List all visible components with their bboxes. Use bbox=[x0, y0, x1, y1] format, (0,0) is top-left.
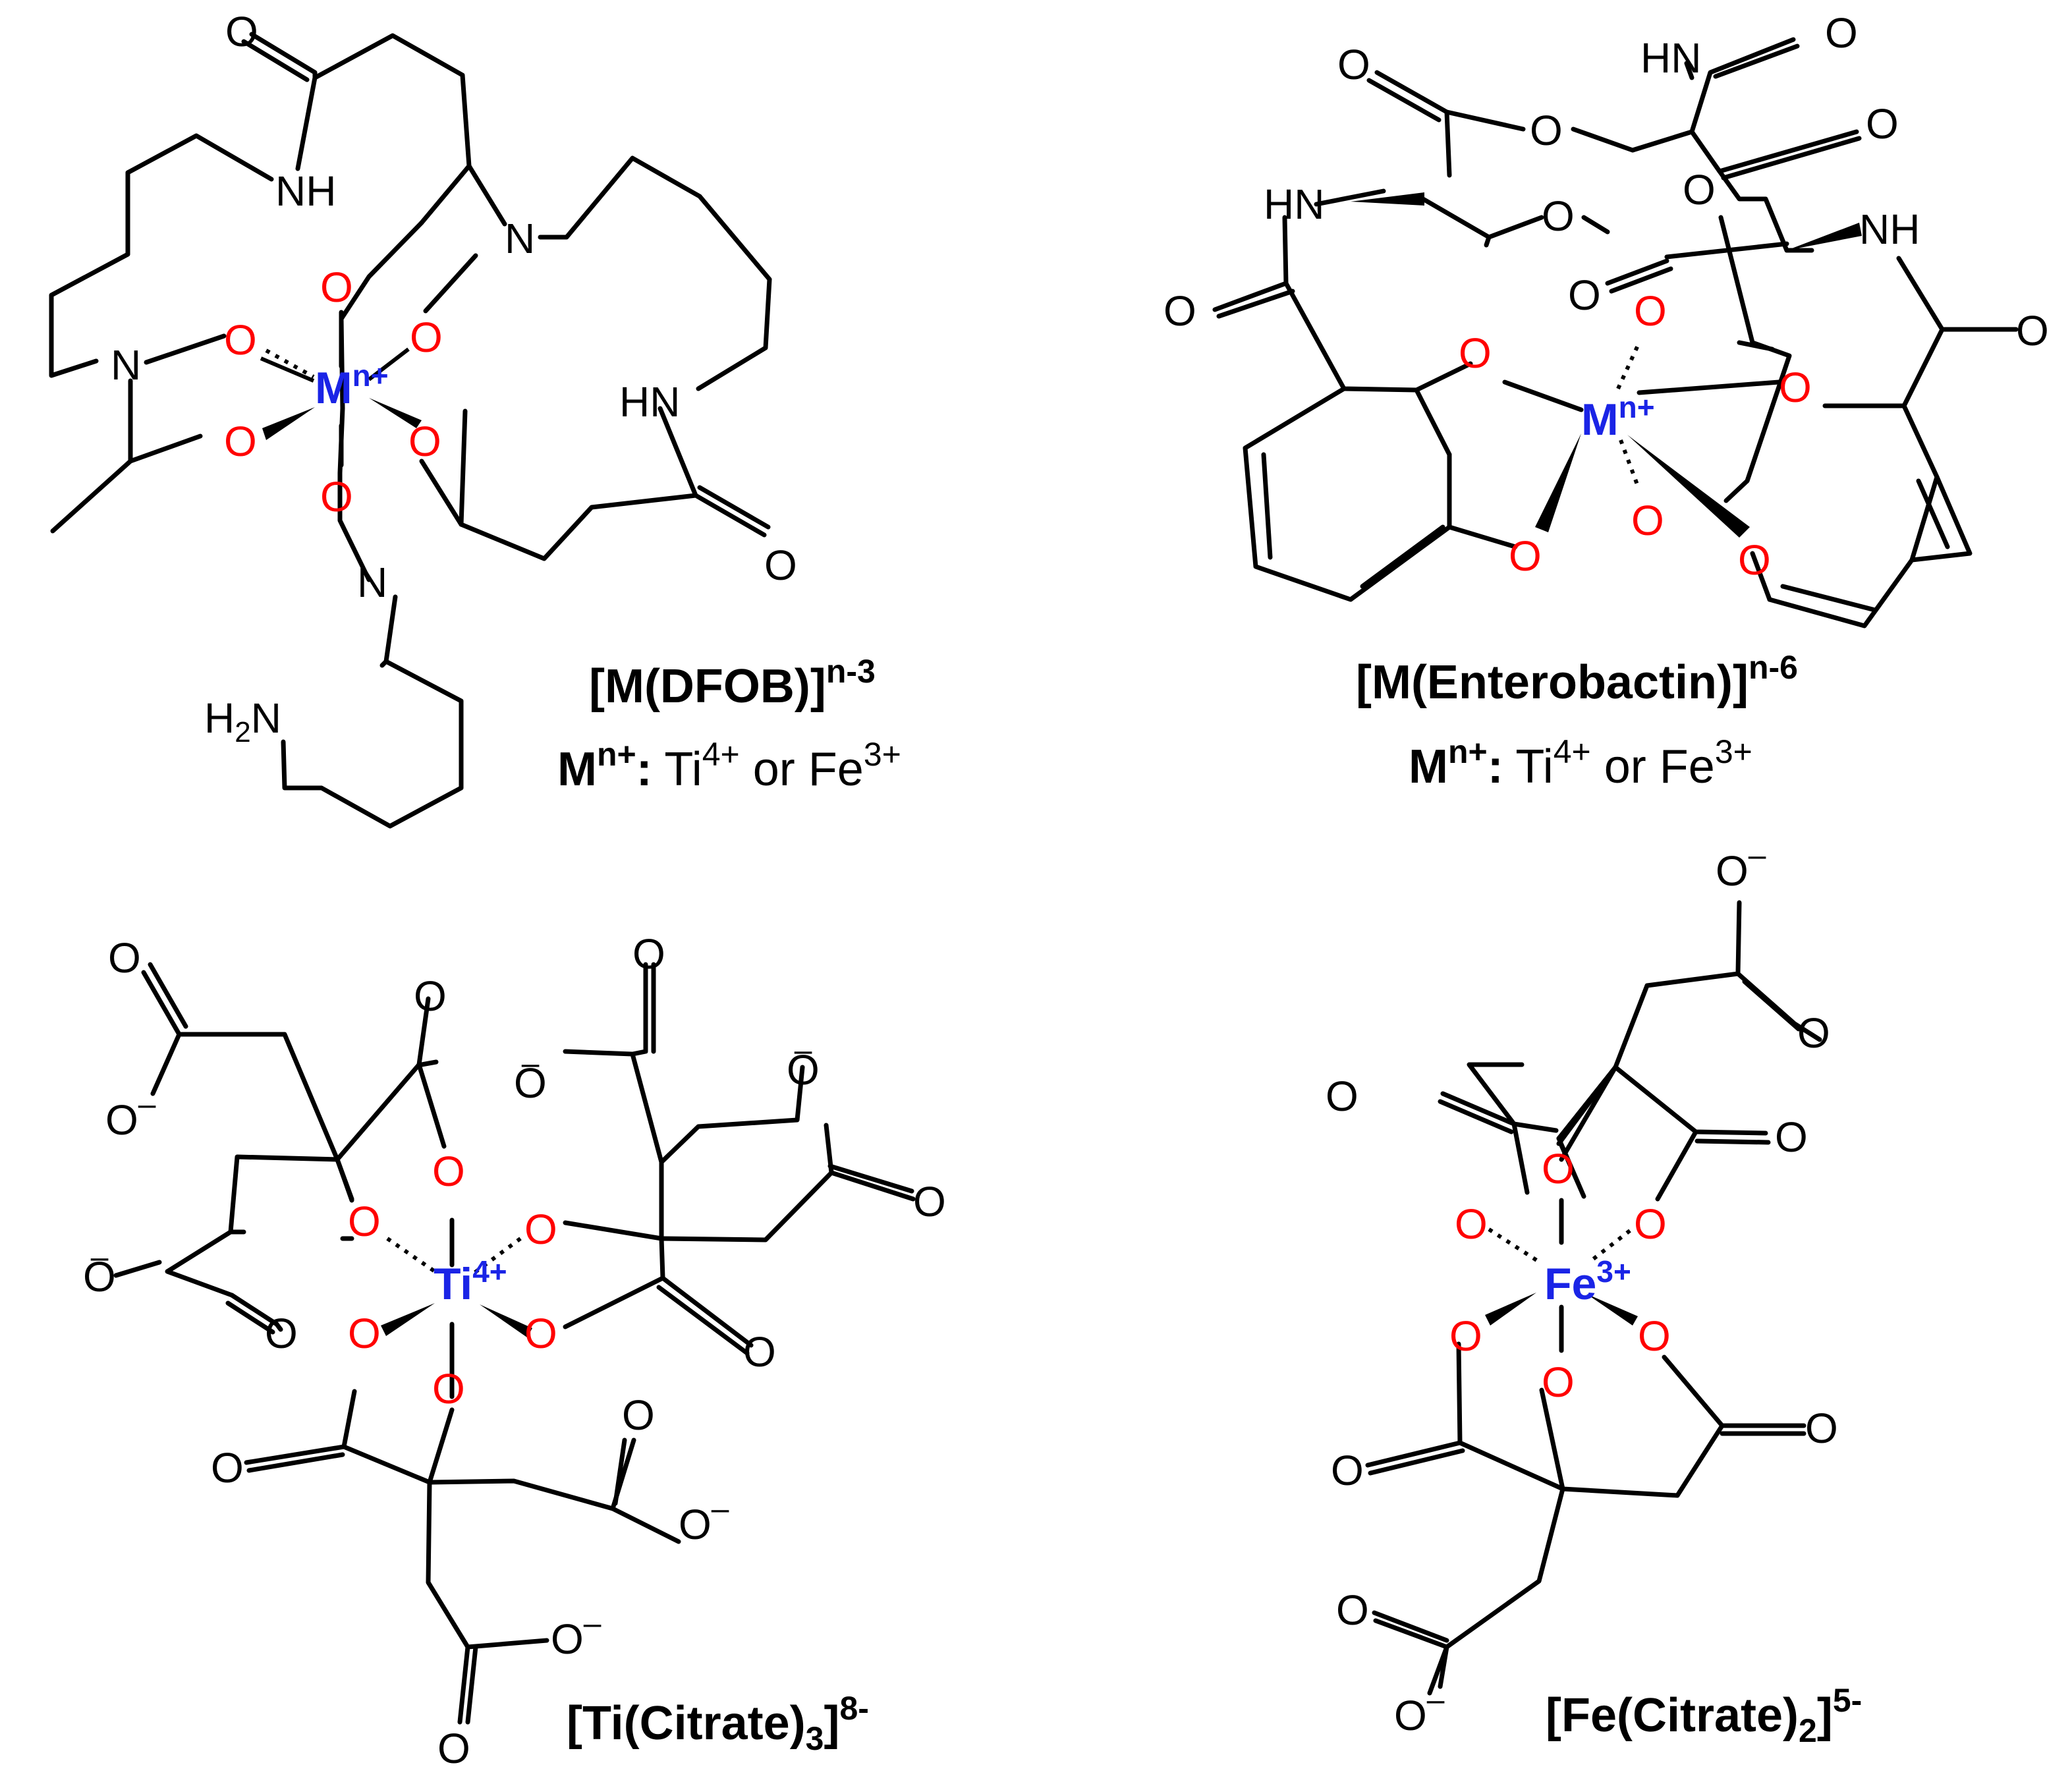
ti-citrate-structure: O O O O– O– O– O O– O O O O O– O– O O O … bbox=[83, 930, 946, 1772]
atom-o-minus: O– bbox=[83, 1240, 116, 1300]
enterobactin-structure: HN O O O O HN O O NH O O O O O O O O O M… bbox=[1163, 9, 2049, 793]
atom-o: O bbox=[225, 8, 258, 55]
atom-o: O bbox=[1634, 1200, 1667, 1248]
atom-hn: HN bbox=[1264, 181, 1324, 228]
atom-o: O bbox=[1805, 1405, 1838, 1452]
atom-n: N bbox=[357, 559, 387, 606]
atom-o: O bbox=[1797, 1009, 1830, 1057]
dfob-metal-label: Mn+: Ti4+ or Fe3+ bbox=[557, 736, 901, 796]
fe-citrate-structure: O– O O O O O O O– O O O O O O Fe3+ [Fe(C… bbox=[1326, 838, 1862, 1749]
atom-o: O bbox=[1634, 287, 1667, 335]
atom-o: O bbox=[1775, 1113, 1808, 1161]
atom-o: O bbox=[348, 1310, 381, 1357]
atom-o: O bbox=[108, 934, 141, 982]
atom-o: O bbox=[320, 264, 353, 311]
atom-o: O bbox=[1455, 1200, 1488, 1248]
atom-o: O bbox=[1509, 532, 1542, 580]
atom-o: O bbox=[1738, 536, 1771, 584]
dfob-name-label: [M(DFOB)]n-3 bbox=[589, 653, 876, 713]
atom-amine: H2N bbox=[204, 694, 281, 748]
metal-center-ti: Ti4+ bbox=[434, 1254, 507, 1309]
atom-o: O bbox=[1542, 1358, 1575, 1406]
atom-o: O bbox=[1568, 271, 1601, 319]
atom-o: O bbox=[1449, 1312, 1482, 1360]
atom-nh: NH bbox=[1859, 206, 1920, 253]
atom-o: O bbox=[432, 1365, 465, 1412]
atom-n: N bbox=[111, 341, 141, 389]
atom-o: O bbox=[1542, 1145, 1575, 1192]
atom-o: O bbox=[622, 1391, 655, 1439]
atom-hn: HN bbox=[619, 378, 680, 426]
atom-o: O bbox=[1326, 1073, 1358, 1120]
atom-o: O bbox=[1866, 100, 1899, 148]
atom-o: O bbox=[1638, 1312, 1671, 1360]
atom-o: O bbox=[1631, 497, 1664, 544]
atom-o: O bbox=[224, 418, 257, 465]
atom-o: O bbox=[408, 418, 441, 465]
atom-o-minus: O– bbox=[787, 1033, 820, 1094]
atom-o-minus: O– bbox=[679, 1492, 729, 1548]
ti-citrate-label: [Ti(Citrate)3]8- bbox=[567, 1690, 869, 1757]
atom-n: N bbox=[505, 215, 535, 262]
atom-o: O bbox=[764, 542, 797, 589]
atom-o: O bbox=[913, 1178, 946, 1225]
atom-o: O bbox=[265, 1310, 298, 1357]
metal-center-m: Mn+ bbox=[1581, 390, 1655, 445]
atom-o: O bbox=[1331, 1447, 1364, 1494]
enterobactin-name-label: [M(Enterobactin)]n-6 bbox=[1356, 649, 1798, 709]
atom-o: O bbox=[2016, 307, 2049, 354]
atom-o: O bbox=[1683, 166, 1716, 213]
atom-o: O bbox=[524, 1310, 557, 1357]
atom-o: O bbox=[320, 473, 353, 520]
atom-o-minus: O– bbox=[514, 1046, 547, 1107]
atom-o-minus: O– bbox=[551, 1606, 602, 1663]
atom-o: O bbox=[1825, 9, 1858, 57]
fe-citrate-label: [Fe(Citrate)2]5- bbox=[1546, 1682, 1862, 1749]
atom-o-minus: O– bbox=[1394, 1683, 1445, 1739]
atom-o: O bbox=[1163, 287, 1196, 335]
dfob-structure: O NH N O O O N O O O N HN O H2N Mn+ [M(D… bbox=[49, 8, 901, 829]
atom-o: O bbox=[410, 314, 443, 361]
atom-o: O bbox=[211, 1444, 244, 1492]
atom-o: O bbox=[632, 930, 665, 978]
atom-o: O bbox=[1337, 41, 1370, 88]
atom-o: O bbox=[1336, 1586, 1369, 1634]
enterobactin-metal-label: Mn+: Ti4+ or Fe3+ bbox=[1409, 733, 1752, 793]
atom-o: O bbox=[224, 316, 257, 364]
atom-o: O bbox=[743, 1328, 776, 1376]
atom-o: O bbox=[432, 1148, 465, 1195]
atom-o: O bbox=[524, 1206, 557, 1253]
atom-o: O bbox=[437, 1725, 470, 1772]
atom-o: O bbox=[1779, 364, 1812, 411]
metal-center-fe: Fe3+ bbox=[1544, 1254, 1631, 1309]
atom-nh: NH bbox=[275, 167, 336, 215]
atom-o-minus: O– bbox=[105, 1087, 156, 1144]
atom-o: O bbox=[1542, 192, 1575, 240]
atom-o-minus: O– bbox=[1716, 838, 1766, 895]
atom-o: O bbox=[414, 972, 447, 1020]
metal-center-m: Mn+ bbox=[315, 358, 389, 413]
atom-o: O bbox=[348, 1198, 381, 1245]
atom-hn: HN bbox=[1640, 34, 1701, 82]
atom-o: O bbox=[1459, 329, 1492, 377]
atom-o: O bbox=[1530, 107, 1563, 154]
